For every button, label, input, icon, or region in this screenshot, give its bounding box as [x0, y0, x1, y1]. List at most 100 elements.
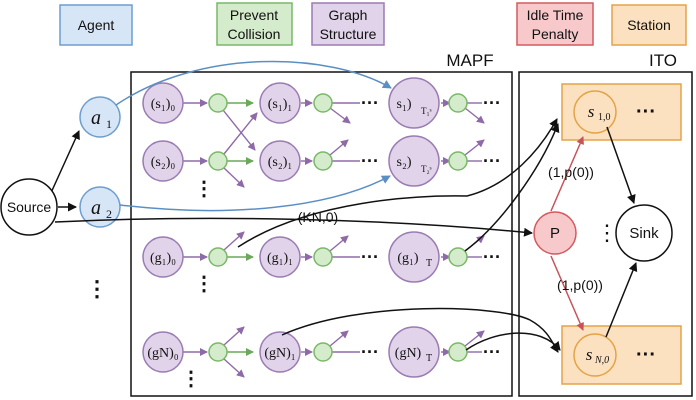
coll-g1-a: [208, 247, 228, 267]
node-s2-1: [259, 140, 301, 182]
dots-s1-mid: ···: [361, 93, 379, 113]
edge-sN0-to-sink: [605, 262, 638, 338]
legend-prevent-collision: Prevent Collision: [216, 2, 293, 46]
label-gN-1: (gN)₁: [264, 346, 295, 361]
node-gN-1: [259, 331, 301, 373]
edge-kn-label: (KN,0): [298, 209, 338, 225]
penalty-label: P: [550, 225, 560, 242]
coll-g1-c: [448, 247, 468, 267]
coll-s1-b: [313, 93, 333, 113]
ito-content: s 1,0 ··· s N,0 ··· (1,p(0)) (1,p(0)) P …: [533, 83, 682, 385]
agent-a2-label: a: [91, 197, 101, 219]
source-agents: Source a 1 a 2: [0, 96, 121, 236]
node-gN-T: [388, 326, 440, 378]
dots-v-mapf-2: ⋮: [194, 273, 214, 295]
station-s10-sub: 1,0: [598, 112, 611, 123]
agent-a2-sub: 2: [106, 207, 112, 221]
dots-v-mapf-3: ⋮: [181, 368, 201, 390]
dots-s1-end: ···: [483, 93, 501, 113]
edge-g1T-to-s10: [464, 123, 560, 252]
agent-a1-node: [79, 96, 121, 138]
label-s2-T: s₂): [397, 155, 412, 170]
station-sN0-sub: N,0: [594, 355, 609, 366]
edge-g1-arc-to-s10: [237, 118, 558, 248]
mapf-panel: [130, 71, 513, 397]
legend-graph-structure: Graph Structure: [311, 2, 385, 46]
dots-g1-end: ···: [483, 247, 501, 267]
dots-v-mapf-1: ⋮: [194, 178, 214, 200]
edge-p-up-label: (1,p(0)): [548, 164, 594, 180]
row-edges: [183, 99, 485, 378]
edge-p-to-sN0: [550, 255, 584, 331]
label-s2-T-sub: T₂ˢ: [421, 164, 432, 174]
dots-gN-end: ···: [483, 342, 501, 362]
station-node-sN0: [573, 333, 617, 377]
edge-p-to-s10: [550, 136, 584, 212]
coll-s2-c: [448, 151, 468, 171]
label-gN-T-sub: T: [426, 353, 432, 364]
station-s10-dots: ···: [636, 101, 656, 123]
graph-node-labels: (s₁)₀ (s₁)₁ s₁) T₁ˢ (s₂)₀ (s₂)₁ s₂) T₂ˢ …: [147, 97, 432, 364]
sink-label: Sink: [629, 225, 659, 242]
label-s2-1: (s₂)₁: [268, 155, 293, 170]
edge-gN-arc-to-sN0: [281, 307, 559, 353]
dots-gN-mid: ···: [361, 342, 379, 362]
legend-idle-label-1: Idle Time: [527, 7, 584, 23]
coll-gN-c: [448, 342, 468, 362]
dots-v-agents: ⋮: [86, 276, 108, 301]
node-g1-1: [259, 236, 301, 278]
source-label: Source: [7, 199, 52, 215]
coll-s1-c: [448, 93, 468, 113]
station-sN0-dots: ···: [636, 344, 656, 366]
dots-g1-mid: ···: [361, 247, 379, 267]
collision-nodes: [208, 93, 468, 362]
penalty-node: [533, 211, 577, 255]
legend-idle-penalty: Idle Time Penalty: [516, 2, 594, 46]
coll-s2-a: [208, 151, 228, 171]
label-g1-1: (g₁)₁: [267, 251, 293, 266]
coll-s1-a: [208, 93, 228, 113]
label-s1-T: s₁): [397, 97, 412, 112]
label-g1-0: (g₁)₀: [150, 251, 176, 266]
sink-node: [615, 204, 673, 262]
ito-panel-title: ITO: [649, 51, 677, 70]
edge-a1-to-s1T: [115, 60, 392, 106]
label-gN-T: (gN): [395, 346, 422, 361]
node-s1-1: [259, 82, 301, 124]
agent-a1-sub: 1: [106, 117, 112, 131]
legend-station: Station: [611, 4, 687, 46]
legend: Agent Prevent Collision Graph Structure …: [59, 2, 687, 46]
label-s1-0: (s₁)₀: [151, 97, 176, 112]
source-node: [0, 178, 58, 236]
ito-panel: [518, 71, 693, 397]
edge-s10-to-sink: [606, 126, 636, 204]
legend-prevent-label-1: Prevent: [230, 7, 278, 23]
legend-station-label: Station: [627, 17, 671, 33]
node-s2-0: [142, 140, 184, 182]
edge-a2-to-s2T: [119, 175, 391, 212]
label-g1-T: (g₁): [397, 251, 419, 266]
mapf-panel-title: MAPF: [446, 51, 493, 70]
dots-s2-end: ···: [483, 151, 501, 171]
node-s1-0: [142, 82, 184, 124]
graph-nodes: [142, 77, 440, 378]
legend-prevent-label-2: Collision: [228, 26, 281, 42]
ito-vdots: ⋮: [596, 220, 618, 245]
edge-p-down-label: (1,p(0)): [557, 277, 603, 293]
label-gN-0: (gN)₀: [147, 346, 178, 361]
label-g1-T-sub: T: [426, 258, 432, 269]
node-gN-0: [142, 331, 184, 373]
coll-gN-b: [313, 342, 333, 362]
edge-gNT-to-sN0: [465, 332, 561, 351]
dots-s2-mid: ···: [361, 151, 379, 171]
label-s1-1: (s₁)₁: [268, 97, 293, 112]
coll-g1-b: [313, 247, 333, 267]
legend-agent-label: Agent: [78, 17, 115, 33]
legend-agent: Agent: [59, 4, 133, 46]
label-s1-T-sub: T₁ˢ: [421, 106, 432, 116]
edge-source-to-penalty: [54, 217, 533, 237]
station-s10-label: s: [588, 102, 595, 121]
coll-s2-b: [313, 151, 333, 171]
node-g1-T: [388, 231, 440, 283]
